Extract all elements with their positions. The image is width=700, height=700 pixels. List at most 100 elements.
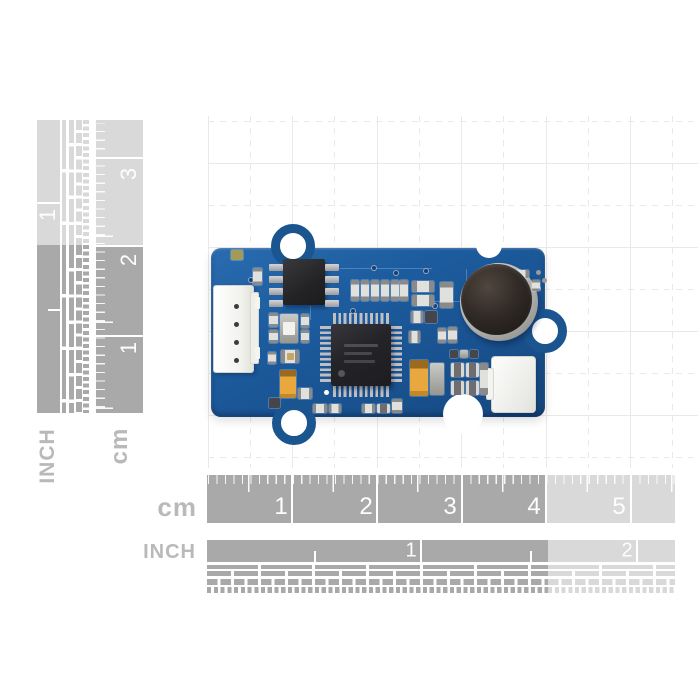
smd-component xyxy=(451,381,464,395)
smd-component xyxy=(329,404,341,413)
resistor-array xyxy=(361,280,369,301)
ruler-mark-label: 2 xyxy=(359,493,373,520)
qfp-pin-row xyxy=(391,326,402,384)
connector-tab xyxy=(255,347,260,359)
ruler-mark-label: 2 xyxy=(621,539,633,562)
resistor-array xyxy=(351,280,359,301)
via-dot xyxy=(371,265,377,271)
trace-line xyxy=(418,301,460,302)
smd-component xyxy=(268,352,276,364)
edge-notch xyxy=(476,232,502,258)
grid-line xyxy=(208,205,698,206)
crystal-label xyxy=(283,322,295,335)
edge-notch xyxy=(443,394,483,434)
smd-component xyxy=(313,404,327,413)
chip-pin xyxy=(269,288,283,295)
grid-line xyxy=(672,116,673,468)
half-inch-tick xyxy=(48,309,60,311)
smd-component xyxy=(470,350,478,358)
grid-line xyxy=(208,163,698,164)
smd-component xyxy=(438,328,446,343)
inch-unit-label: INCH xyxy=(36,428,59,484)
chip-pin xyxy=(325,300,339,307)
inch-mark-line xyxy=(37,202,60,204)
grid-line xyxy=(630,116,631,468)
resistor-array xyxy=(381,280,389,301)
cm-ticks xyxy=(207,475,675,523)
inch-mark-line xyxy=(420,540,422,562)
connector-rail xyxy=(250,292,259,364)
cm-unit-label: cm xyxy=(157,492,197,522)
grid-line xyxy=(208,247,698,248)
trace-line xyxy=(340,268,432,269)
smd-component xyxy=(362,404,375,413)
inch-unit-label: INCH xyxy=(143,541,196,563)
tantalum-capacitor xyxy=(280,370,296,398)
electret-microphone xyxy=(461,264,532,335)
ruler-mark-label: 1 xyxy=(274,493,288,520)
smd-component xyxy=(411,311,423,323)
smd-component xyxy=(532,280,540,291)
smd-component xyxy=(269,330,278,343)
pin1-dot xyxy=(338,370,345,377)
connector-tab xyxy=(255,297,260,309)
chip-marking xyxy=(344,352,372,355)
chip-pin xyxy=(269,276,283,283)
resistor-array xyxy=(371,280,379,301)
smd-component xyxy=(301,330,309,343)
half-inch-tick xyxy=(530,551,532,562)
ruler-mark-label: 3 xyxy=(443,493,457,520)
smd-component xyxy=(450,350,458,358)
silkscreen-dot xyxy=(324,390,329,395)
smd-component xyxy=(440,282,453,308)
smd-component xyxy=(430,363,444,395)
smd-component xyxy=(480,363,488,395)
chip-pin xyxy=(325,264,339,271)
smd-component xyxy=(460,350,468,358)
ruler-mark-label: 4 xyxy=(527,493,541,520)
soic8-chip xyxy=(283,259,325,305)
connector-pin xyxy=(234,304,239,309)
qfp-pin-row xyxy=(320,326,331,384)
smd-component xyxy=(448,327,457,343)
via-dot xyxy=(423,268,429,274)
chip-marking xyxy=(344,360,375,363)
gold-pad xyxy=(231,250,243,260)
tantalum-capacitor xyxy=(410,360,428,396)
chip-pin xyxy=(269,264,283,271)
smd-component xyxy=(269,398,280,408)
grid-line xyxy=(588,116,589,468)
smd-component xyxy=(392,399,402,413)
smd-component xyxy=(269,313,278,327)
smd-component xyxy=(253,268,262,285)
smd-component xyxy=(425,311,437,323)
cm-ticks xyxy=(96,120,143,413)
ruler-mark-label: 1 xyxy=(405,539,417,562)
smd-component xyxy=(412,295,434,306)
ruler-mark-label: 3 xyxy=(116,167,141,181)
smd-component xyxy=(466,381,479,395)
resistor-array xyxy=(400,280,408,301)
ruler-mark-label: 2 xyxy=(116,253,141,267)
smd-component xyxy=(451,363,464,377)
chip-pin xyxy=(325,276,339,283)
smd-component xyxy=(466,363,479,377)
grid-line xyxy=(208,116,209,468)
half-inch-tick xyxy=(314,551,316,562)
connector-pin xyxy=(234,322,239,327)
cm-unit-label: cm xyxy=(106,427,133,465)
smd-component xyxy=(287,353,294,360)
solder-dot xyxy=(536,270,541,275)
grid-line xyxy=(208,121,698,122)
smd-component xyxy=(298,388,312,399)
via-dot xyxy=(432,303,438,309)
white-smd-component xyxy=(491,356,536,413)
resistor-array xyxy=(391,280,399,301)
qfp-pin-row xyxy=(333,386,389,397)
smd-component xyxy=(377,404,390,413)
qfp-pin-row xyxy=(333,313,389,324)
grid-line xyxy=(546,116,547,468)
via-dot xyxy=(393,270,399,276)
grid-line xyxy=(208,457,698,458)
